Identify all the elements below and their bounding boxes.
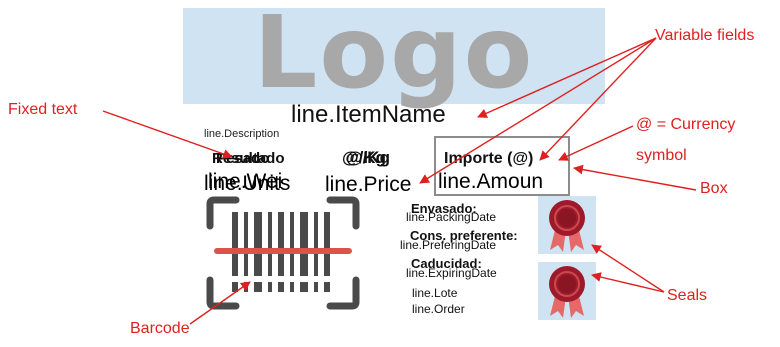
- packed-label: Envasado:: [411, 201, 477, 216]
- lote-value: line.Lote: [412, 286, 458, 300]
- seal-1-box: [538, 196, 596, 254]
- logo-box: Logo: [183, 0, 605, 111]
- amount-box: [434, 136, 570, 196]
- seal-icon: [549, 200, 585, 252]
- seal-icon: [549, 266, 585, 318]
- callout-currency-line1: @ = Currency: [636, 116, 736, 133]
- arrow-box: [573, 164, 697, 191]
- callout-box: Box: [700, 180, 728, 197]
- callout-variable-fields: Variable fields: [655, 27, 755, 44]
- price-field: line.Price: [325, 173, 412, 196]
- arrow-variable-price: [419, 37, 657, 184]
- arrow-variable-amount: [539, 37, 657, 161]
- units-field: line.Units: [204, 172, 291, 195]
- weight-field: line.Wei: [208, 170, 283, 193]
- arrow-barcode: [189, 281, 251, 325]
- packed-value: line.PackingDate: [406, 210, 497, 224]
- arrow-seals-1: [591, 244, 665, 293]
- barcode-icon: [206, 196, 360, 310]
- description-field: line.Description: [204, 128, 280, 140]
- unit-price-label-1: @/Kg: [342, 148, 386, 167]
- unit-price-label-2: @/Kg: [346, 148, 390, 167]
- pref-label: Cons. preferente:: [410, 228, 518, 243]
- order-value: line.Order: [412, 302, 465, 316]
- item-name-field: line.ItemName: [291, 101, 446, 128]
- callout-barcode: Barcode: [130, 320, 190, 337]
- arrow-fixed-text: [102, 110, 233, 159]
- callout-currency-line2: symbol: [636, 147, 687, 164]
- box-value: line.Amoun: [438, 170, 544, 193]
- arrow-seals-2: [591, 272, 665, 293]
- callout-fixed-text: Fixed text: [8, 101, 78, 118]
- callout-seals: Seals: [667, 287, 708, 304]
- logo-text: Logo: [253, 0, 535, 111]
- pref-value: line.PreferingDate: [400, 238, 497, 252]
- arrow-variable-itemname: [477, 37, 657, 118]
- expiry-label: Caducidad:: [411, 256, 482, 271]
- arrow-currency: [558, 125, 634, 161]
- expiry-value: line.ExpiringDate: [406, 266, 497, 280]
- seal-2-box: [538, 262, 596, 320]
